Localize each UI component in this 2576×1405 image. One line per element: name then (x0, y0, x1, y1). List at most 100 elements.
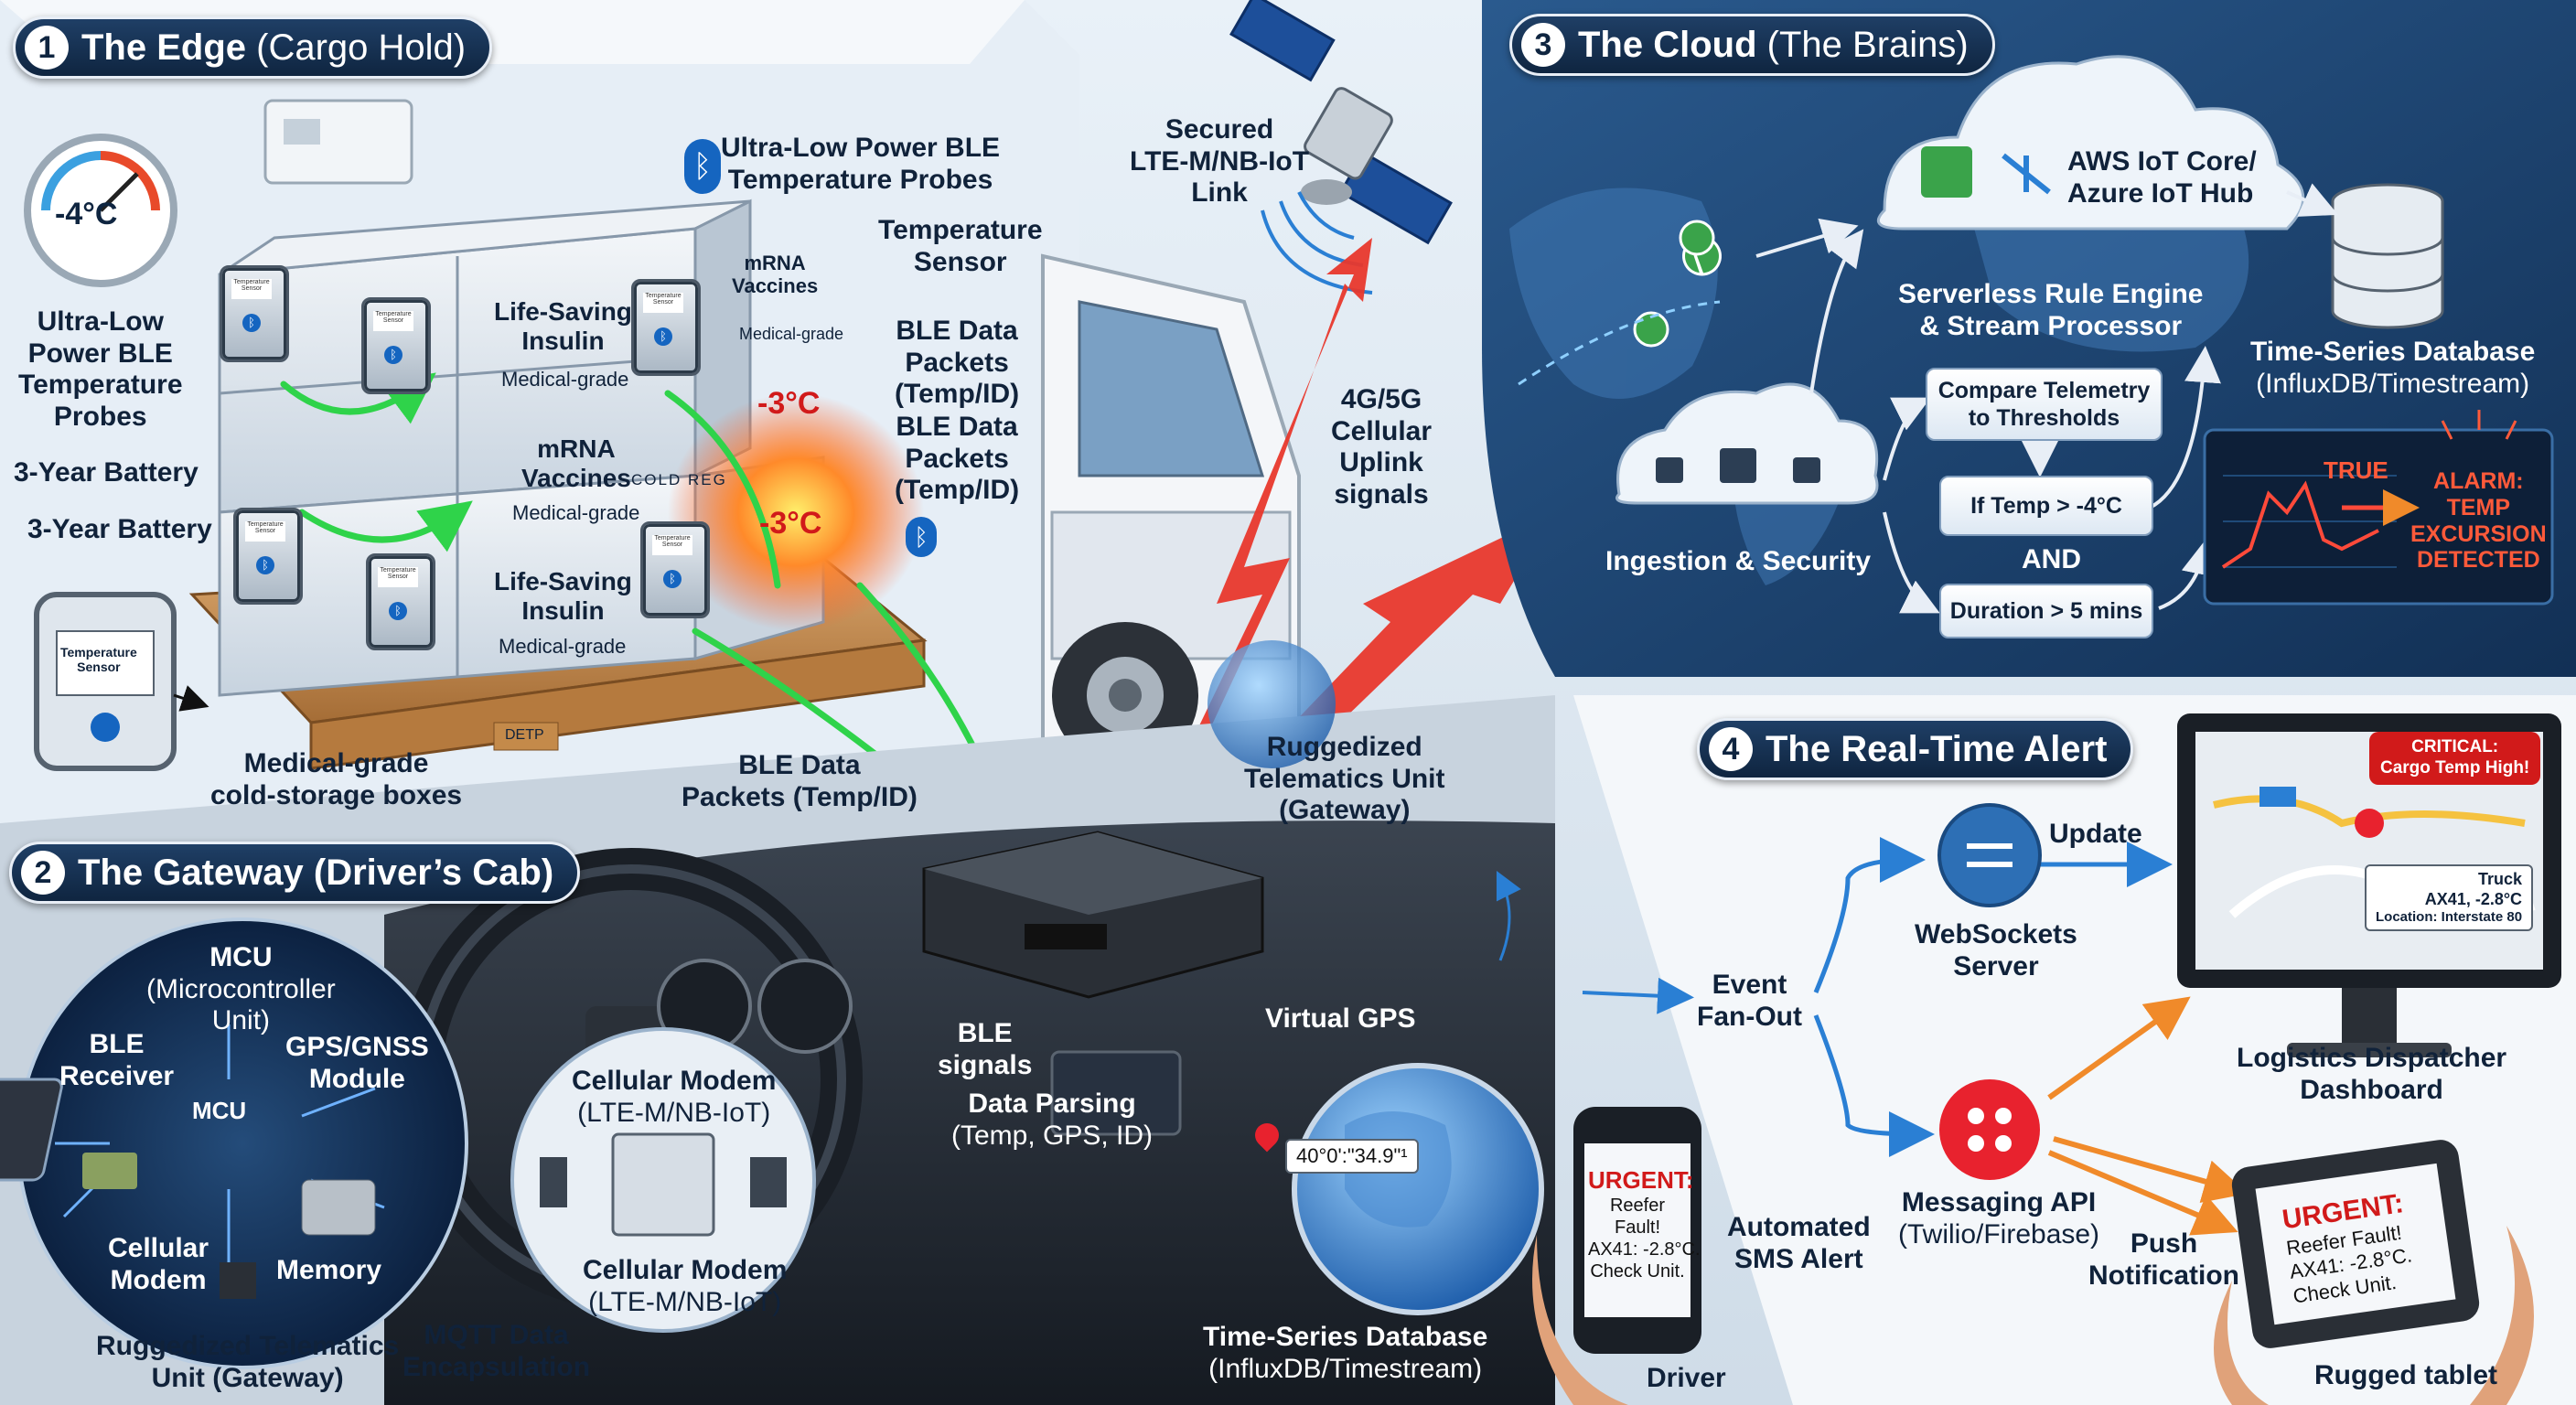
box-label-insulin-bottom: Life-Saving Insulin (494, 567, 632, 626)
data-parsing-label: Data Parsing(Temp, GPS, ID) (951, 1089, 1153, 1152)
box-grade-label: Medical-grade (739, 325, 844, 343)
section-subtitle: (Cargo Hold) (256, 27, 467, 68)
data-parsing-title: Data Parsing (968, 1089, 1136, 1119)
section-number: 3 (1521, 23, 1565, 67)
dashboard-label: Logistics Dispatcher Dashboard (2237, 1043, 2507, 1105)
duration-condition-box: Duration > 5 mins (1939, 584, 2153, 638)
section-title-cloud: 3 The Cloud (The Brains) (1509, 14, 1995, 76)
modem-top-label: Cellular Modem(LTE-M/NB-IoT) (572, 1066, 776, 1129)
hot-temperature-reading-1: -3°C (757, 386, 821, 421)
ble-signals-label: BLE signals (938, 1018, 1033, 1080)
section-title-edge: 1 The Edge (Cargo Hold) (13, 16, 493, 79)
tablet-alert-message: URGENT: Reefer Fault! AX41: -2.8°C. Chec… (2281, 1184, 2440, 1308)
modem-bottom-title: Cellular Modem (583, 1255, 788, 1285)
box-grade-label: Medical-grade (499, 635, 627, 658)
ble-packets-label-2: BLE Data Packets (Temp/ID) (895, 412, 1020, 505)
messaging-api-label: Messaging API(Twilio/Firebase) (1898, 1187, 2099, 1250)
ble-temperature-probe: Temperature Sensor ᛒ (233, 508, 303, 605)
section-subtitle: (The Brains) (1766, 24, 1969, 65)
mcu-title: MCU (209, 942, 273, 972)
section-title-text: The Real-Time Alert (1766, 728, 2108, 769)
alarm-message: ALARM: TEMP EXCURSION DETECTED (2410, 468, 2547, 574)
temperature-condition-box: If Temp > -4°C (1939, 476, 2153, 536)
bluetooth-icon: ᛒ (684, 139, 721, 194)
probe-screen-text: Temperature Sensor (231, 279, 272, 299)
modem-bottom-subtitle: (LTE-M/NB-IoT) (588, 1286, 782, 1317)
section-title-alert: 4 The Real-Time Alert (1697, 718, 2134, 780)
rugged-tablet-label: Rugged tablet (2314, 1360, 2497, 1390)
driver-label: Driver (1647, 1363, 1726, 1393)
probe-screen-text: Temperature Sensor (378, 567, 418, 587)
data-parsing-subtitle: (Temp, GPS, ID) (951, 1120, 1154, 1151)
section-title-text: The Gateway (Driver’s Cab) (78, 852, 554, 893)
ble-packets-label-1: BLE Data Packets (Temp/ID) (895, 316, 1020, 409)
mqtt-label: MQTT Data Encapsulation (402, 1320, 591, 1382)
truck-info: Truck AX41, -2.8°C (2424, 870, 2523, 908)
satellite-link-label: Secured LTE-M/NB-IoT Link (1130, 114, 1310, 208)
bluetooth-icon: ᛒ (256, 556, 274, 574)
section-title-text: The Edge (81, 27, 247, 68)
probes-label-left: Ultra-Low Power BLE Temperature Probes (18, 306, 183, 432)
section-number: 1 (25, 26, 69, 70)
cab-database-title: Time-Series Database (1203, 1322, 1488, 1352)
update-label: Update (2049, 819, 2142, 849)
box-label-insulin-top: Life-Saving Insulin (494, 297, 632, 356)
ingestion-security-label: Ingestion & Security (1605, 546, 1872, 576)
phone-alert-message: URGENT: Reefer Fault! AX41: -2.8°C. Chec… (1588, 1166, 1701, 1282)
messaging-api-subtitle: (Twilio/Firebase) (1898, 1218, 2100, 1249)
cloud-database-subtitle: (InfluxDB/Timestream) (2256, 368, 2530, 399)
battery-label-1: 3-Year Battery (14, 457, 199, 488)
temperature-sensor-label: Temperature Sensor (878, 215, 1043, 277)
probe-screen-text: Temperature Sensor (373, 311, 413, 331)
section-title-text: The Cloud (1578, 24, 1757, 65)
battery-label-2: 3-Year Battery (27, 514, 212, 544)
ble-temperature-probe: Temperature Sensor ᛒ (220, 265, 289, 362)
pallet-label: DETP (505, 727, 544, 743)
ble-temperature-probe: Temperature Sensor ᛒ (361, 297, 431, 394)
sms-alert-label: Automated SMS Alert (1727, 1212, 1871, 1274)
box-label-mrna: mRNA Vaccines (521, 434, 631, 493)
gauge-value: -4°C (55, 197, 118, 231)
storage-boxes-label: Medical-grade cold-storage boxes (210, 748, 463, 810)
bluetooth-icon: ᛒ (389, 602, 407, 620)
battery-device-screen-text: Temperature Sensor (60, 645, 137, 675)
cellular-uplink-label: 4G/5G Cellular Uplink signals (1331, 384, 1433, 509)
bluetooth-icon: ᛒ (384, 346, 402, 364)
modem-bottom-label: Cellular Modem(LTE-M/NB-IoT) (583, 1255, 787, 1318)
probe-screen-text: Temperature Sensor (245, 521, 285, 542)
probes-label-top: Ultra-Low Power BLE Temperature Probes (721, 133, 1001, 195)
modem-top-subtitle: (LTE-M/NB-IoT) (577, 1097, 771, 1128)
probe-screen-text: Temperature Sensor (652, 535, 692, 555)
messaging-api-title: Messaging API (1901, 1187, 2097, 1217)
cellular-modem-label: Cellular Modem (108, 1233, 209, 1295)
push-notification-label: Push Notification (2088, 1228, 2239, 1291)
section-title-gateway: 2 The Gateway (Driver’s Cab) (9, 842, 581, 904)
cold-storage-label: COLD REG (631, 471, 727, 488)
truck-info-card: Truck AX41, -2.8°C Location: Interstate … (2365, 864, 2534, 932)
box-grade-label: Medical-grade (501, 368, 629, 391)
bluetooth-icon: ᛒ (242, 314, 261, 332)
bluetooth-icon: ᛒ (906, 517, 937, 557)
modem-top-title: Cellular Modem (572, 1066, 777, 1096)
cloud-database-title: Time-Series Database (2250, 337, 2536, 367)
websockets-label: WebSockets Server (1915, 919, 2077, 981)
gps-coordinates: 40°0':"34.9"¹ (1285, 1139, 1419, 1174)
phone-urgent-label: URGENT: (1588, 1166, 1694, 1194)
critical-alert-bubble: CRITICAL: Cargo Temp High! (2369, 732, 2541, 785)
box-grade-label: Medical-grade (512, 501, 640, 524)
gps-module-label: GPS/GNSS Module (285, 1032, 429, 1094)
section-number: 4 (1709, 727, 1753, 771)
memory-label: Memory (276, 1255, 382, 1285)
phone-alert-text: Reefer Fault! AX41: -2.8°C. Check Unit. (1588, 1196, 1701, 1282)
ble-temperature-probe: Temperature Sensor ᛒ (366, 553, 435, 650)
event-fanout-label: Event Fan-Out (1697, 970, 1802, 1032)
mcu-label: MCU(Microcontroller Unit) (146, 942, 336, 1037)
virtual-gps-label: Virtual GPS (1265, 1003, 1416, 1034)
and-operator-label: AND (2022, 544, 2081, 574)
true-label: TRUE (2324, 456, 2388, 484)
rugged-unit-label: Ruggedized Telematics Unit (Gateway) (96, 1331, 400, 1393)
bluetooth-icon: ᛒ (654, 327, 672, 346)
